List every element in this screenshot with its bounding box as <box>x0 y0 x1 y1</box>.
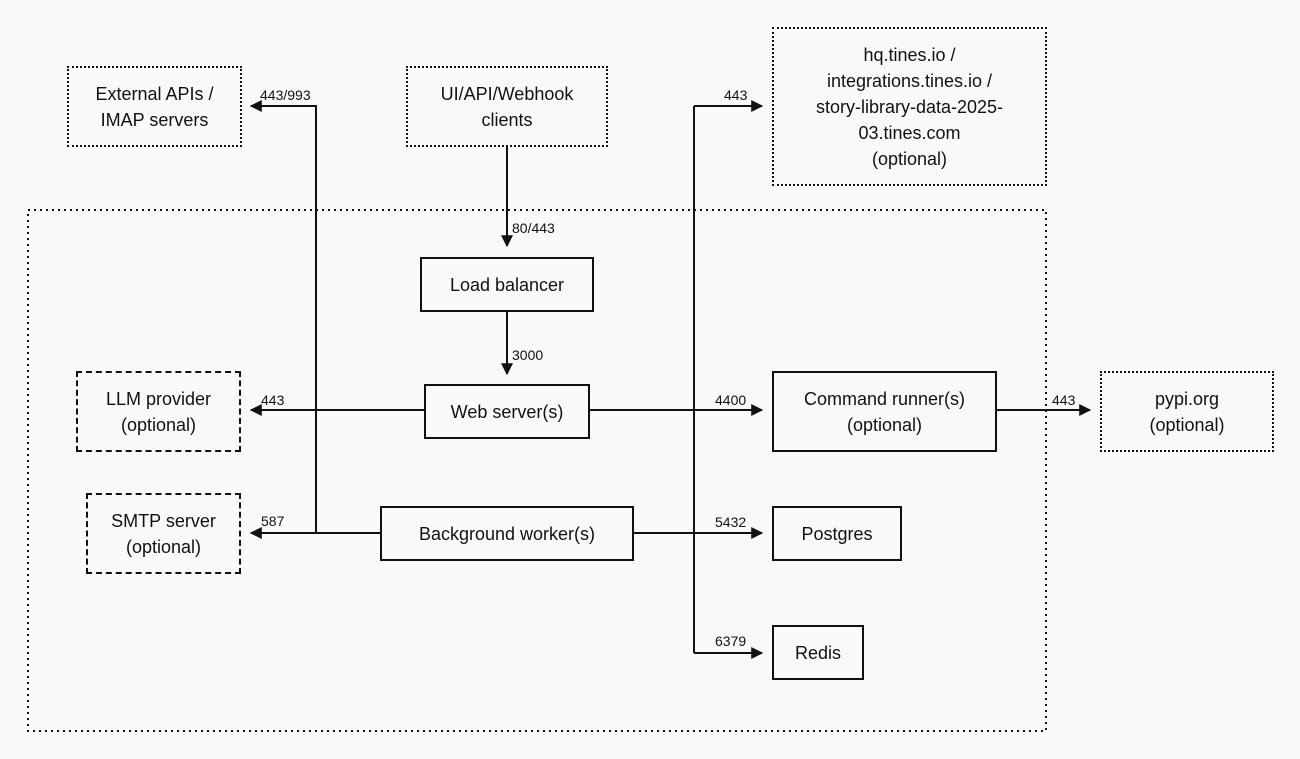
command-runner-node: Command runner(s) (optional) <box>772 371 997 452</box>
pypi-line-2: (optional) <box>1149 414 1225 435</box>
tines-hosts-line-4: 03.tines.com <box>858 122 961 143</box>
llm-provider-line-1: LLM provider <box>105 388 212 409</box>
pypi-node: pypi.org (optional) <box>1100 371 1274 452</box>
command-runner-line-2: (optional) <box>846 414 923 435</box>
smtp-server-line-2: (optional) <box>125 536 202 557</box>
load-balancer-node: Load balancer <box>420 257 594 312</box>
web-server-node: Web server(s) <box>424 384 590 439</box>
external-apis-line-2: IMAP servers <box>100 109 209 130</box>
edge-to-external-apis <box>249 100 317 533</box>
port-label-redis: 6379 <box>715 633 747 649</box>
port-label-smtp: 587 <box>261 513 285 529</box>
smtp-server-line-1: SMTP server <box>111 510 216 531</box>
external-apis-node: External APIs / IMAP servers <box>67 66 242 147</box>
redis-label: Redis <box>794 642 842 663</box>
clients-node: UI/API/Webhook clients <box>406 66 608 147</box>
tines-hosts-line-5: (optional) <box>871 148 948 169</box>
network-boundary <box>27 209 1047 732</box>
port-label-external-apis: 443/993 <box>260 87 311 103</box>
port-label-load-balancer: 80/443 <box>512 220 555 236</box>
clients-line-1: UI/API/Webhook <box>440 83 574 104</box>
command-runner-line-1: Command runner(s) <box>803 388 966 409</box>
port-label-postgres: 5432 <box>715 514 747 530</box>
port-label-llm-provider: 443 <box>261 392 285 408</box>
port-label-web-server: 3000 <box>512 347 544 363</box>
smtp-server-node: SMTP server (optional) <box>86 493 241 574</box>
port-label-command-runner: 4400 <box>715 392 747 408</box>
redis-node: Redis <box>772 625 864 680</box>
llm-provider-node: LLM provider (optional) <box>76 371 241 452</box>
external-apis-line-1: External APIs / <box>95 83 214 104</box>
background-worker-label: Background worker(s) <box>418 523 596 544</box>
load-balancer-label: Load balancer <box>449 274 565 295</box>
background-worker-node: Background worker(s) <box>380 506 634 561</box>
llm-provider-line-2: (optional) <box>120 414 197 435</box>
web-server-label: Web server(s) <box>450 401 564 422</box>
postgres-label: Postgres <box>801 523 873 544</box>
tines-hosts-line-2: integrations.tines.io / <box>826 70 993 91</box>
postgres-node: Postgres <box>772 506 902 561</box>
port-label-pypi: 443 <box>1052 392 1076 408</box>
port-label-tines-hosts: 443 <box>724 87 748 103</box>
pypi-line-1: pypi.org <box>1154 388 1220 409</box>
tines-hosts-line-1: hq.tines.io / <box>863 44 956 65</box>
clients-line-2: clients <box>481 109 533 130</box>
tines-hosts-node: hq.tines.io / integrations.tines.io / st… <box>772 27 1047 186</box>
tines-hosts-line-3: story-library-data-2025- <box>815 96 1004 117</box>
